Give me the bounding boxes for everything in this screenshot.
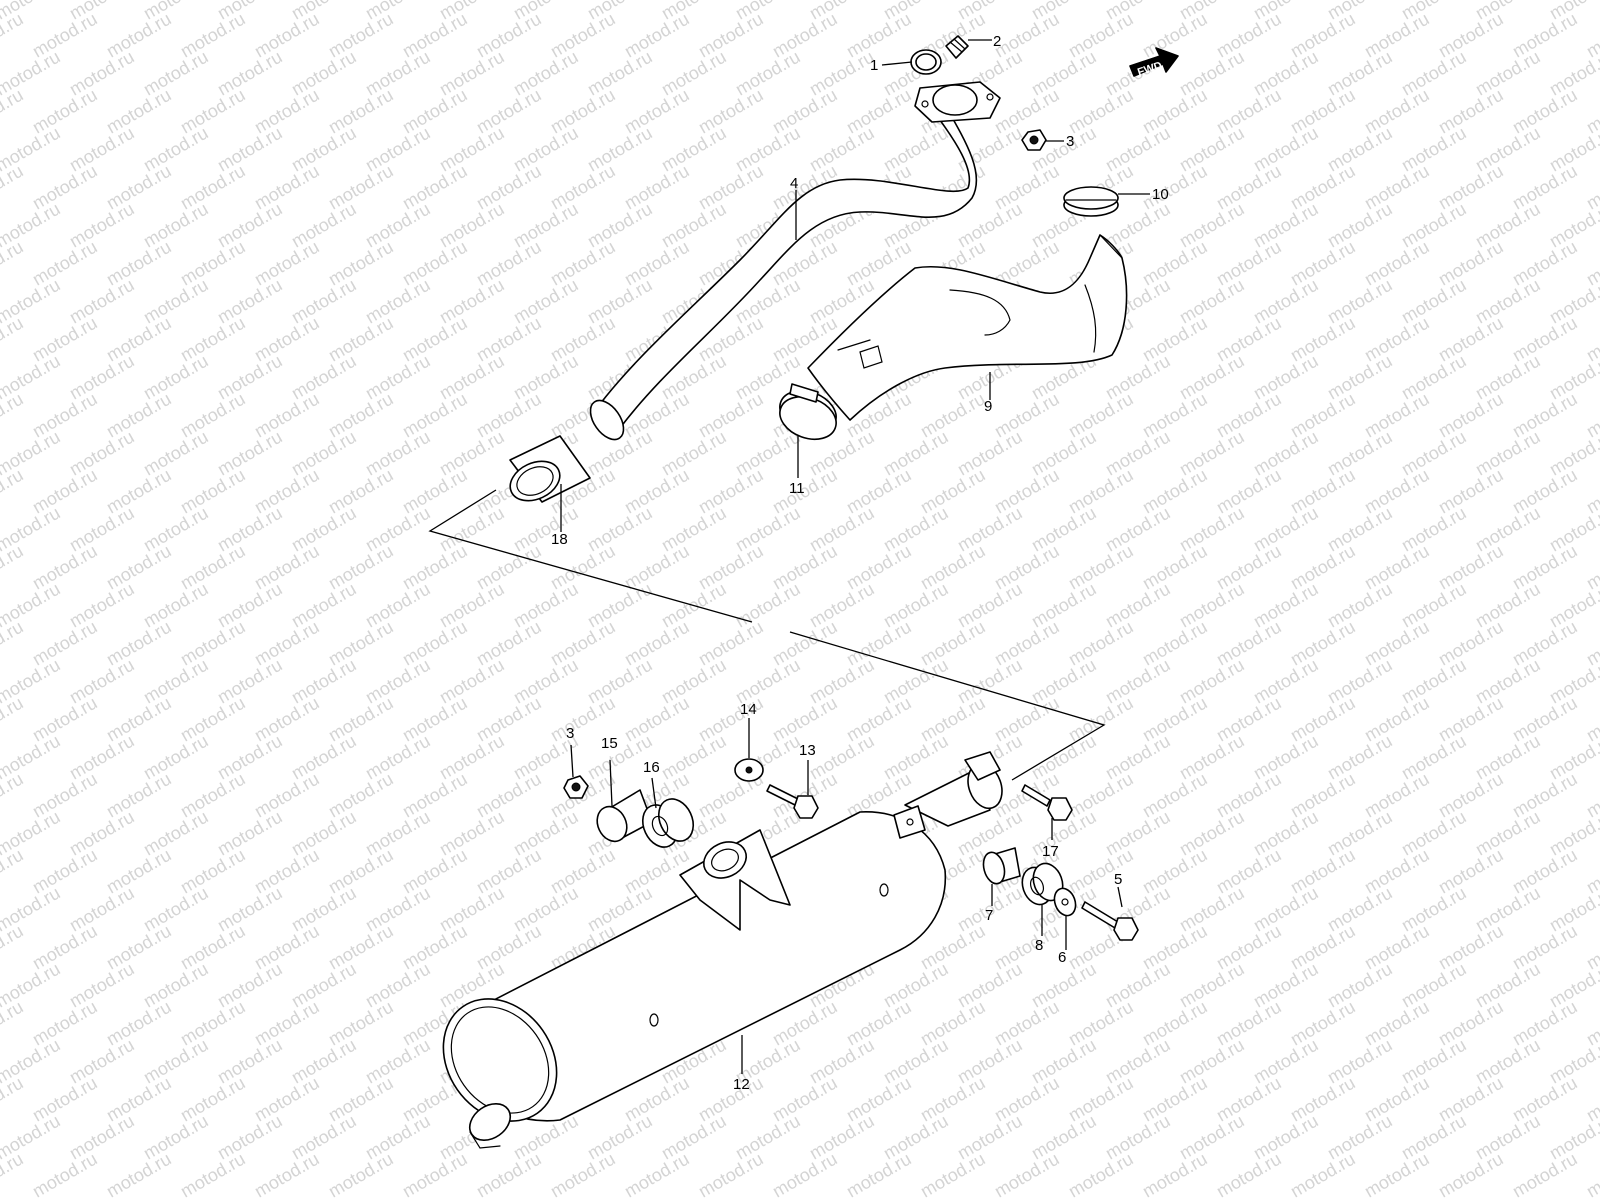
watermark-text: motod.ru [621, 1149, 693, 1200]
watermark-text: motod.ru [0, 389, 27, 442]
watermark-text: motod.ru [0, 237, 27, 290]
watermark-text: motod.ru [29, 1149, 101, 1200]
callout-2: 2 [993, 33, 1001, 50]
callout-17: 17 [1042, 843, 1059, 860]
stud-bolt-2 [945, 35, 969, 59]
watermark-text: motod.ru [1509, 1149, 1581, 1200]
clamp-11 [779, 383, 837, 441]
callout-4: 4 [790, 175, 798, 192]
bolt-13 [766, 784, 819, 819]
watermark-text: motod.ru [1583, 1149, 1600, 1200]
watermark-text: motod.ru [769, 1149, 841, 1200]
watermark-text: motod.ru [0, 769, 27, 822]
watermark-text: motod.ru [0, 1149, 27, 1200]
watermark-text: motod.ru [1065, 1149, 1137, 1200]
watermark-text: motod.ru [0, 1073, 27, 1126]
watermark-text: motod.ru [0, 845, 27, 898]
callout-6: 6 [1058, 949, 1066, 966]
callout-7: 7 [985, 907, 993, 924]
callout-14: 14 [740, 701, 757, 718]
watermark-text: motod.ru [0, 541, 27, 594]
collar-15 [596, 789, 653, 843]
callout-numbers: 1 2 3 4 5 6 7 8 9 10 11 12 13 14 15 16 1… [551, 33, 1169, 1093]
callout-10: 10 [1152, 186, 1169, 203]
watermark-text: motod.ru [0, 9, 27, 62]
watermark-text: motod.ru [1435, 1149, 1507, 1200]
callout-13: 13 [799, 742, 816, 759]
watermark-text: motod.ru [547, 1149, 619, 1200]
nut-3-lower [563, 775, 589, 799]
watermark-text: motod.ru [1361, 1149, 1433, 1200]
callout-leaders [560, 39, 1150, 1074]
watermark-text: motod.ru [177, 1149, 249, 1200]
watermark-text: motod.ru [695, 1149, 767, 1200]
watermark-text: motod.ru [103, 1149, 175, 1200]
washer-14 [734, 758, 764, 782]
muffler-12 [442, 751, 1003, 1149]
washer-6 [1053, 887, 1077, 917]
callout-5: 5 [1114, 871, 1122, 888]
watermark-text: motod.ru [0, 85, 27, 138]
watermark-text: motod.ru [0, 997, 27, 1050]
watermark-text: motod.ru [325, 1149, 397, 1200]
watermark-text: motod.ru [1139, 1149, 1211, 1200]
callout-1: 1 [870, 57, 878, 74]
callout-16: 16 [643, 759, 660, 776]
grommet-16 [641, 798, 695, 848]
watermark-text: motod.ru [0, 921, 27, 974]
callout-3: 3 [1066, 133, 1074, 150]
nut-3-upper [1021, 129, 1047, 151]
bolt-17 [1021, 784, 1073, 821]
watermark-text: motod.ru [399, 1149, 471, 1200]
clamp-10 [1063, 186, 1119, 217]
connector-pipe-9 [807, 234, 1128, 421]
exhaust-flange [914, 81, 1001, 123]
exhaust-pipe-4 [589, 104, 978, 441]
callout-8: 8 [1035, 937, 1043, 954]
bolt-5 [1081, 901, 1139, 941]
watermark-text: motod.ru [991, 1149, 1063, 1200]
watermark-text: motod.ru [843, 1149, 915, 1200]
watermark-text: motod.ru [0, 161, 27, 214]
watermark-text: motod.ru [0, 313, 27, 366]
callout-18: 18 [551, 531, 568, 548]
assembly-connection-lines [428, 489, 1106, 781]
watermark-text: motod.ru [251, 1149, 323, 1200]
fwd-arrow-icon: FWD [1129, 47, 1179, 79]
callout-11: 11 [789, 480, 805, 497]
watermark-text: motod.ru [473, 1149, 545, 1200]
watermark-text: motod.ru [1287, 1149, 1359, 1200]
callout-12: 12 [733, 1076, 750, 1093]
callout-3-lower: 3 [566, 725, 574, 742]
callout-9: 9 [984, 398, 992, 415]
watermark-text: motod.ru [0, 693, 27, 746]
grommet-8 [1021, 862, 1064, 906]
gasket-1 [910, 49, 942, 75]
watermark-text: motod.ru [1213, 1149, 1285, 1200]
watermark-text: motod.ru [0, 465, 27, 518]
callout-15: 15 [601, 735, 618, 752]
watermark-text: motod.ru [0, 617, 27, 670]
sleeve-18 [509, 435, 591, 503]
watermark-text: motod.ru [917, 1149, 989, 1200]
collar-7 [982, 847, 1021, 885]
